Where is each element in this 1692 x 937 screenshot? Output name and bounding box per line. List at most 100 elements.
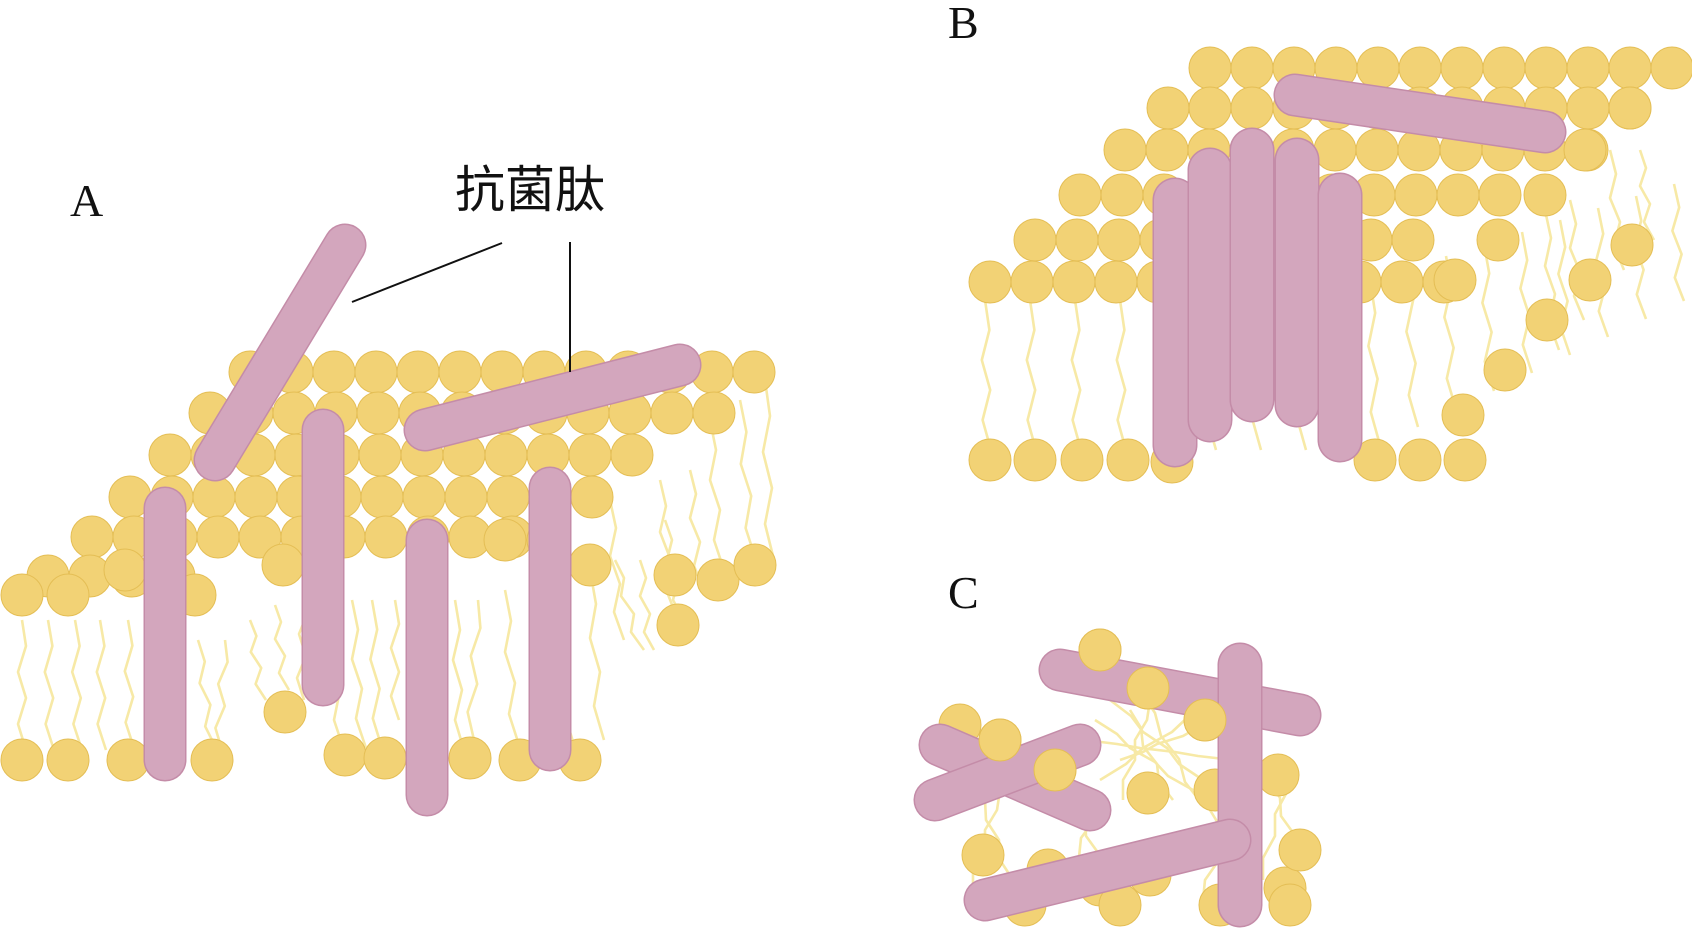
lipid-head [1256,753,1300,797]
lipid-tail [638,559,656,651]
lipid-head [1356,46,1400,90]
lipid-head [961,833,1005,877]
lipid-tail [389,599,401,721]
lipid-head [1610,223,1654,267]
callout-leader-lines [351,242,571,372]
peptide-body [405,345,700,450]
lipid-tail [1568,199,1586,321]
lipid-head [1433,258,1477,302]
lipid-tail [1121,699,1152,800]
lipid-head [1106,438,1150,482]
lipid-head [1608,46,1652,90]
lipid-head [46,573,90,617]
lipid-head [692,391,736,435]
lipid-head [148,433,192,477]
lipid-head [261,543,305,587]
lipid-head [1398,46,1442,90]
lipid-head [968,260,1012,304]
panel-label-c: C [948,567,979,618]
lipid-tail [1084,738,1234,762]
lipid-head [1380,260,1424,304]
lipid-head [486,475,530,519]
lipid-head [360,475,404,519]
lipid-head [1013,218,1057,262]
lipid-head [0,573,44,617]
panel-label-b: B [948,0,979,48]
lipid-head [1391,218,1435,262]
lipid-head [1188,86,1232,130]
lipid-head [363,736,407,780]
lipid-head [1313,128,1357,172]
lipid-head [1094,260,1138,304]
lipid-head [1103,128,1147,172]
lipid-head [1476,218,1520,262]
lipid-head [484,433,528,477]
lipid-head [1394,173,1438,217]
lipid-head [978,718,1022,762]
lipid-head [1523,173,1567,217]
lipid-head [106,738,150,782]
lipid-head [568,543,612,587]
lipid-head [1608,86,1652,130]
lipid-head [1052,260,1096,304]
lipid-head [196,515,240,559]
lipid-tail [273,604,291,691]
lipid-tail [1070,299,1083,451]
lipid-head [1443,438,1487,482]
lipid-head [190,738,234,782]
lipid-head [1566,86,1610,130]
panel-a-barrel-stave-model [0,223,777,817]
lipid-tail [16,619,28,751]
lipid-head [732,350,776,394]
lipid-head [234,475,278,519]
lipid-tail [1367,279,1382,446]
peptide-body [195,225,365,480]
lipid-tail [608,499,626,641]
lipid-head [570,475,614,519]
lipid-head [1230,46,1274,90]
leader-line-to-tilted-peptide [351,242,503,303]
lipid-head [1440,46,1484,90]
lipid-head [1100,173,1144,217]
lipid-head [656,603,700,647]
lipid-tail [43,619,56,751]
panel-c-carpet-micelle-model [913,628,1322,928]
lipid-tail [466,599,482,741]
peptide-body [1040,650,1320,735]
lipid-tail [761,379,776,561]
lipid-tail [1519,231,1534,374]
lipid-head [1278,828,1322,872]
peptide-body [1275,75,1565,152]
lipid-tail [196,639,218,749]
lipid-head [610,433,654,477]
lipid-head [1355,128,1399,172]
lipid-head [1568,258,1612,302]
lipid-head [364,515,408,559]
panel-b-toroidal-pore-model [968,46,1692,484]
lipid-head [1478,173,1522,217]
lipid-head [70,515,114,559]
lipid-head [312,350,356,394]
lipid-tail [369,599,384,749]
lipid-head [1441,393,1485,437]
lipid-tail [708,419,726,571]
lipid-head [1436,173,1480,217]
lipid-head [1010,260,1054,304]
lipid-head [1033,748,1077,792]
lipid-head [354,350,398,394]
lipid-head [653,553,697,597]
lipid-head [1060,438,1104,482]
lipid-head [1126,771,1170,815]
lipid-tail [70,619,84,751]
lipid-head [46,738,90,782]
lipid-head [1145,128,1189,172]
lipid-head [1013,438,1057,482]
lipid-head [1268,883,1312,927]
lipid-head [1188,46,1232,90]
lipid-tail [1094,718,1194,792]
lipid-tail [1638,149,1656,241]
lipid-head [1650,46,1692,90]
lipid-tail [1671,183,1686,302]
lipid-head [1524,46,1568,90]
